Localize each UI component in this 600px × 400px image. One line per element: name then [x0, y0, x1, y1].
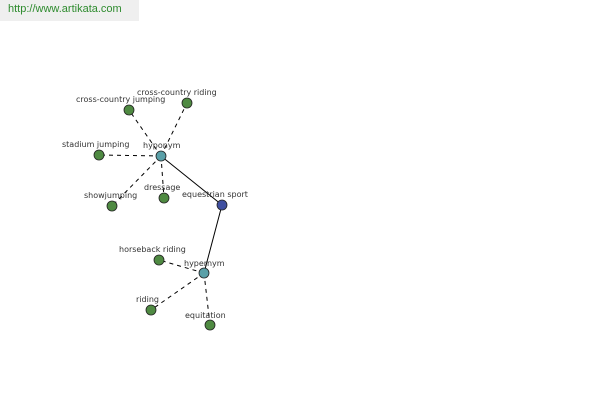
node-label-equitation: equitation: [185, 311, 226, 320]
node-hypernym[interactable]: [198, 267, 210, 279]
node-label-riding: riding: [136, 295, 159, 304]
edge-hyponym-to-stadium-jumping: [98, 154, 162, 157]
node-label-hypernym: hypernym: [184, 259, 225, 268]
node-dressage[interactable]: [158, 192, 170, 204]
node-showjumping[interactable]: [106, 200, 118, 212]
node-label-horseback-riding: horseback riding: [119, 245, 186, 254]
node-label-cross-country-jumping: cross-country jumping: [76, 95, 165, 104]
edge-hypernym-to-equitation: [203, 272, 211, 326]
edge-hypernym-to-riding: [150, 272, 205, 311]
node-equestrian-sport[interactable]: [216, 199, 228, 211]
node-riding[interactable]: [145, 304, 157, 316]
edge-equestrian-sport-to-hyponym: [160, 155, 223, 206]
node-cross-country-jumping[interactable]: [123, 104, 135, 116]
node-label-dressage: dressage: [144, 183, 180, 192]
graph-edges: [98, 102, 223, 326]
url-link[interactable]: http://www.artikata.com: [8, 3, 122, 15]
node-stadium-jumping[interactable]: [93, 149, 105, 161]
node-label-cross-country-riding: cross-country riding: [137, 88, 217, 97]
url-banner[interactable]: http://www.artikata.com: [0, 0, 139, 21]
edge-hyponym-to-cross-country-riding: [160, 102, 188, 157]
node-horseback-riding[interactable]: [153, 254, 165, 266]
node-label-hyponym: hyponym: [143, 141, 181, 150]
node-equitation[interactable]: [204, 319, 216, 331]
node-cross-country-riding[interactable]: [181, 97, 193, 109]
node-label-stadium-jumping: stadium jumping: [62, 140, 129, 149]
edge-hyponym-to-cross-country-jumping: [128, 109, 162, 157]
edge-hyponym-to-showjumping: [111, 155, 162, 207]
node-hyponym[interactable]: [155, 150, 167, 162]
edge-equestrian-sport-to-hypernym: [203, 204, 223, 274]
node-label-showjumping: showjumping: [84, 191, 137, 200]
edge-hyponym-to-dressage: [160, 155, 165, 199]
graph-nodes: equestrian sport hyponym hypernym cross-cou…: [62, 88, 248, 331]
node-label-equestrian-sport: equestrian sport: [182, 190, 248, 199]
